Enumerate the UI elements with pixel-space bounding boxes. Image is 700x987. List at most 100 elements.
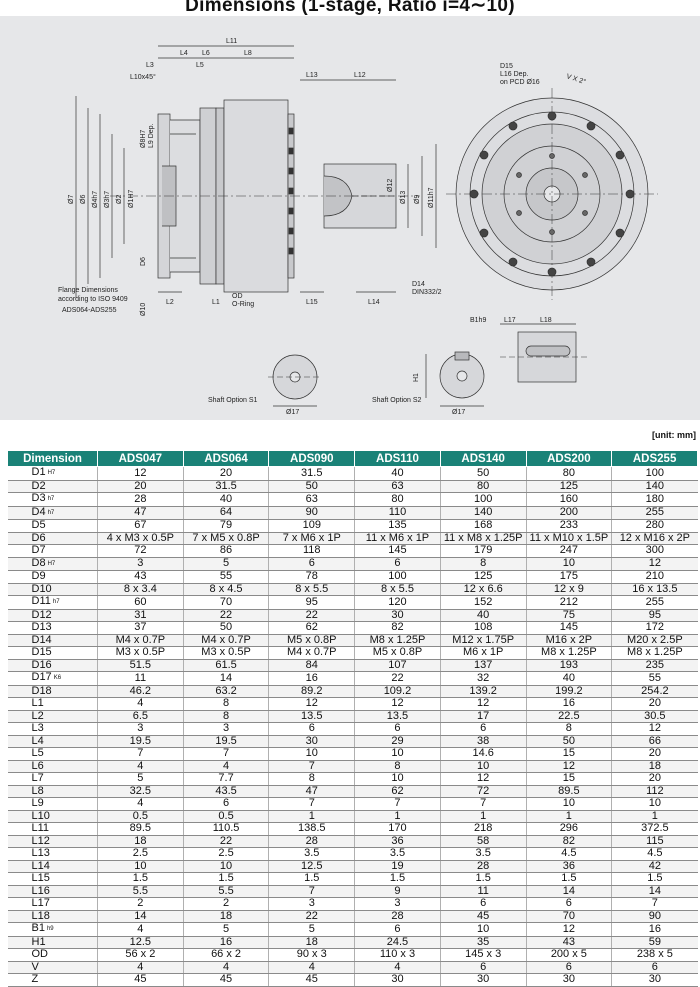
value-cell: 1 — [611, 810, 698, 823]
value-cell: M5 x 0.8P — [354, 646, 441, 660]
value-cell: 255 — [611, 506, 698, 520]
value-cell: 8 x 5.5 — [268, 583, 355, 596]
svg-text:L2: L2 — [166, 299, 174, 306]
value-cell: 16 x 13.5 — [611, 583, 698, 596]
value-cell: 12.5 — [97, 936, 184, 949]
value-cell: 16 — [268, 671, 355, 686]
dimension-name: H1 — [31, 936, 46, 948]
svg-text:B1h9: B1h9 — [470, 317, 486, 324]
value-cell: 8 — [268, 772, 355, 786]
column-header: Dimension — [7, 450, 98, 467]
dimension-name-cell: D12 — [7, 609, 98, 622]
value-cell: 6 — [354, 557, 441, 571]
value-cell: 50 — [182, 621, 269, 635]
svg-text:Ø17: Ø17 — [286, 409, 299, 416]
value-cell: 72 — [439, 785, 527, 798]
value-cell: 89.5 — [525, 785, 612, 798]
value-cell: 11 x M10 x 1.5P — [525, 532, 612, 545]
value-cell: 12 — [354, 697, 441, 711]
value-cell: 18 — [611, 760, 698, 773]
value-cell: 135 — [354, 519, 441, 533]
svg-text:L4: L4 — [180, 50, 188, 57]
svg-text:V X 2°: V X 2° — [565, 72, 587, 86]
value-cell: 4 — [97, 961, 184, 974]
svg-text:Ø11h7: Ø11h7 — [428, 187, 435, 208]
value-cell: 10 — [611, 797, 698, 811]
dimension-name: D14 — [31, 634, 52, 646]
value-cell: 55 — [182, 570, 269, 584]
tolerance-class: h7 — [47, 496, 55, 502]
value-cell: 2 — [182, 897, 269, 911]
dimension-name-cell: L2 — [7, 710, 98, 723]
tolerance-class: H7 — [47, 470, 56, 476]
value-cell: 35 — [439, 936, 527, 949]
value-cell: 66 — [611, 735, 698, 748]
value-cell: 22 — [354, 671, 441, 686]
value-cell: 12 — [525, 922, 612, 937]
value-cell: 7 — [439, 797, 527, 811]
value-cell: 5 — [182, 557, 269, 571]
dimension-name: L7 — [31, 772, 44, 784]
svg-text:Ø3h7: Ø3h7 — [104, 191, 111, 208]
dimension-name: L3 — [31, 722, 44, 734]
dimension-name-cell: L10 — [7, 810, 98, 823]
svg-text:Ø7: Ø7 — [68, 195, 75, 204]
value-cell: 24.5 — [354, 936, 441, 949]
value-cell: 5 — [268, 922, 355, 937]
dimension-name: L8 — [31, 785, 44, 797]
value-cell: 10 — [268, 747, 355, 761]
svg-text:L15: L15 — [306, 299, 318, 306]
value-cell: 95 — [611, 609, 698, 622]
value-cell: 4 — [354, 961, 441, 974]
value-cell: 8 x 4.5 — [182, 583, 269, 596]
value-cell: 14 — [611, 885, 698, 898]
value-cell: 193 — [525, 659, 612, 672]
value-cell: 12 x M16 x 2P — [611, 532, 698, 545]
dimension-name: D9 — [31, 570, 46, 582]
value-cell: 138.5 — [268, 822, 355, 836]
value-cell: 145 — [525, 621, 612, 635]
dimension-name-cell: L7 — [7, 772, 98, 786]
value-cell: 1.5 — [354, 872, 441, 886]
value-cell: M4 x 0.7P — [182, 634, 269, 647]
column-header: ADS255 — [611, 450, 698, 467]
value-cell: 30 — [611, 973, 698, 987]
value-cell: 22 — [182, 609, 269, 622]
value-cell: 18 — [268, 936, 355, 949]
value-cell: 56 x 2 — [97, 948, 184, 962]
value-cell: 3 — [354, 897, 441, 911]
dimension-name: D7 — [31, 544, 46, 556]
value-cell: 152 — [439, 595, 527, 610]
value-cell: 12 — [439, 697, 527, 711]
value-cell: 75 — [525, 609, 612, 622]
value-cell: 125 — [439, 570, 527, 584]
value-cell: 14 — [525, 885, 612, 898]
value-cell: 89.5 — [97, 822, 184, 836]
dimension-name: L6 — [31, 760, 44, 772]
value-cell: 2 — [97, 897, 184, 911]
value-cell: 19.5 — [97, 735, 184, 748]
value-cell: 3 — [268, 897, 355, 911]
svg-text:L16 Dep.: L16 Dep. — [500, 71, 528, 78]
value-cell: 7 x M5 x 0.8P — [182, 532, 269, 545]
value-cell: 36 — [354, 835, 441, 848]
value-cell: 64 — [182, 506, 269, 520]
dimension-name-cell: L13 — [7, 847, 98, 861]
svg-text:L5: L5 — [196, 62, 204, 69]
value-cell: 255 — [611, 595, 698, 610]
svg-text:L9 Dep.: L9 Dep. — [148, 123, 155, 148]
